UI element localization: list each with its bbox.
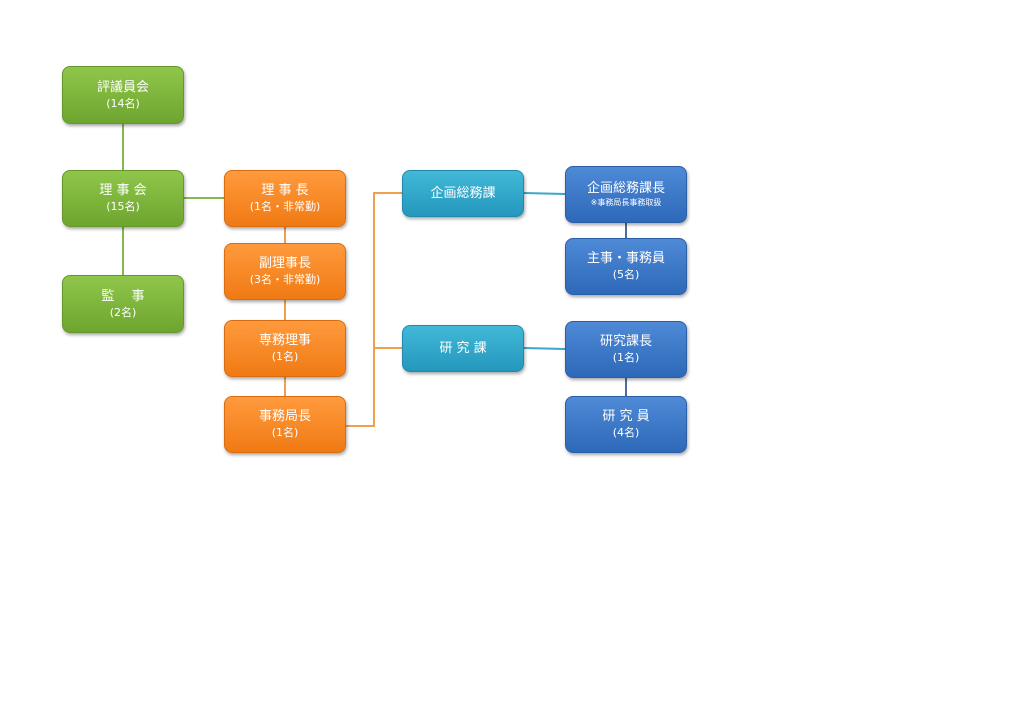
node-title: 研究課長 xyxy=(599,334,652,349)
node-title: 理 事 長 xyxy=(261,183,309,198)
connector-kenkyu-kacho xyxy=(523,347,566,350)
node-title: 副理事長 xyxy=(258,256,311,271)
node-count: (1名) xyxy=(612,351,640,364)
node-title: 研 究 員 xyxy=(602,409,650,424)
node-jimukyokucho: 事務局長 (1名) xyxy=(224,396,346,453)
node-rijikai: 理 事 会 (15名) xyxy=(62,170,184,227)
node-senmu-riji: 専務理事 (1名) xyxy=(224,320,346,377)
node-note: ※事務局長事務取扱 xyxy=(590,198,662,207)
node-count: (5名) xyxy=(612,268,640,281)
node-title: 主事・事務員 xyxy=(586,251,665,266)
node-kanji: 監 事 (2名) xyxy=(62,275,184,333)
node-count: (2名) xyxy=(109,305,137,319)
node-title: 監 事 xyxy=(101,288,145,304)
node-title: 企画総務課 xyxy=(430,186,496,201)
node-shuji-jimuin: 主事・事務員 (5名) xyxy=(565,238,687,295)
node-kenkyuka: 研 究 課 xyxy=(402,325,524,372)
node-title: 評議員会 xyxy=(96,79,149,95)
connector-kikaku-kacho xyxy=(523,192,566,195)
node-rijicho: 理 事 長 (1名・非常勤) xyxy=(224,170,346,227)
node-kikaku-somuka: 企画総務課 xyxy=(402,170,524,217)
node-kenkyu-kacho: 研究課長 (1名) xyxy=(565,321,687,378)
node-title: 理 事 会 xyxy=(99,183,147,198)
node-title: 専務理事 xyxy=(258,333,311,348)
connector-jimukyoku-sections xyxy=(346,192,402,427)
node-hyogiinkai: 評議員会 (14名) xyxy=(62,66,184,124)
node-count: (1名) xyxy=(271,350,299,363)
node-count: (1名) xyxy=(271,426,299,439)
node-count: (3名・非常勤) xyxy=(249,273,321,286)
node-count: (1名・非常勤) xyxy=(249,200,321,213)
node-title: 企画総務課長 xyxy=(586,181,665,196)
node-title: 事務局長 xyxy=(258,409,311,424)
node-fuku-rijicho: 副理事長 (3名・非常勤) xyxy=(224,243,346,300)
node-count: (15名) xyxy=(106,200,140,213)
node-count: (14名) xyxy=(106,96,140,110)
node-kikaku-somu-kacho: 企画総務課長 ※事務局長事務取扱 xyxy=(565,166,687,223)
node-kenkyuin: 研 究 員 (4名) xyxy=(565,396,687,453)
node-title: 研 究 課 xyxy=(439,341,487,356)
node-count: (4名) xyxy=(612,426,640,439)
